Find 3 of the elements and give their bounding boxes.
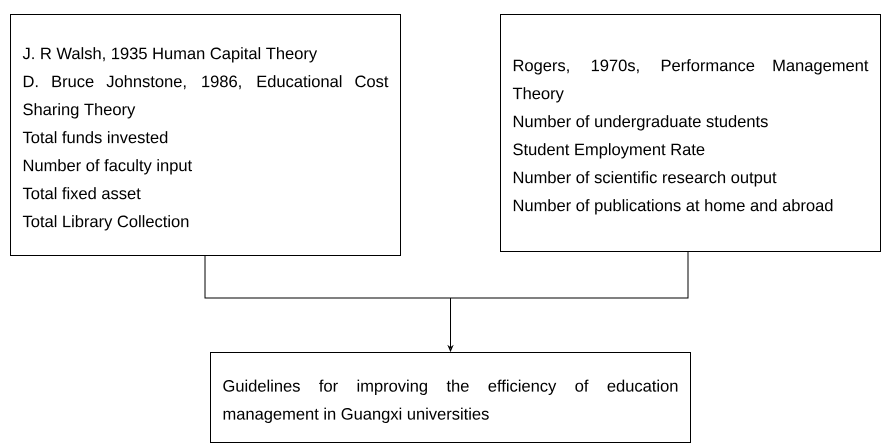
text-box: Rogers, 1970s, Performance Management Theory Number of undergraduate students Student Employment Rate Number of scientific research output Number of publications at home and abroad xyxy=(500,14,881,252)
text-box: J. R Walsh, 1935 Human Capital Theory D. Bruce Johnstone, 1986, Educational Cost Sharing Theory Total funds invested Number of faculty input Total fixed asset Total Library Collection xyxy=(10,14,401,256)
text-box: Guidelines for improving the efficiency of education management in Guangxi universities xyxy=(210,352,691,443)
